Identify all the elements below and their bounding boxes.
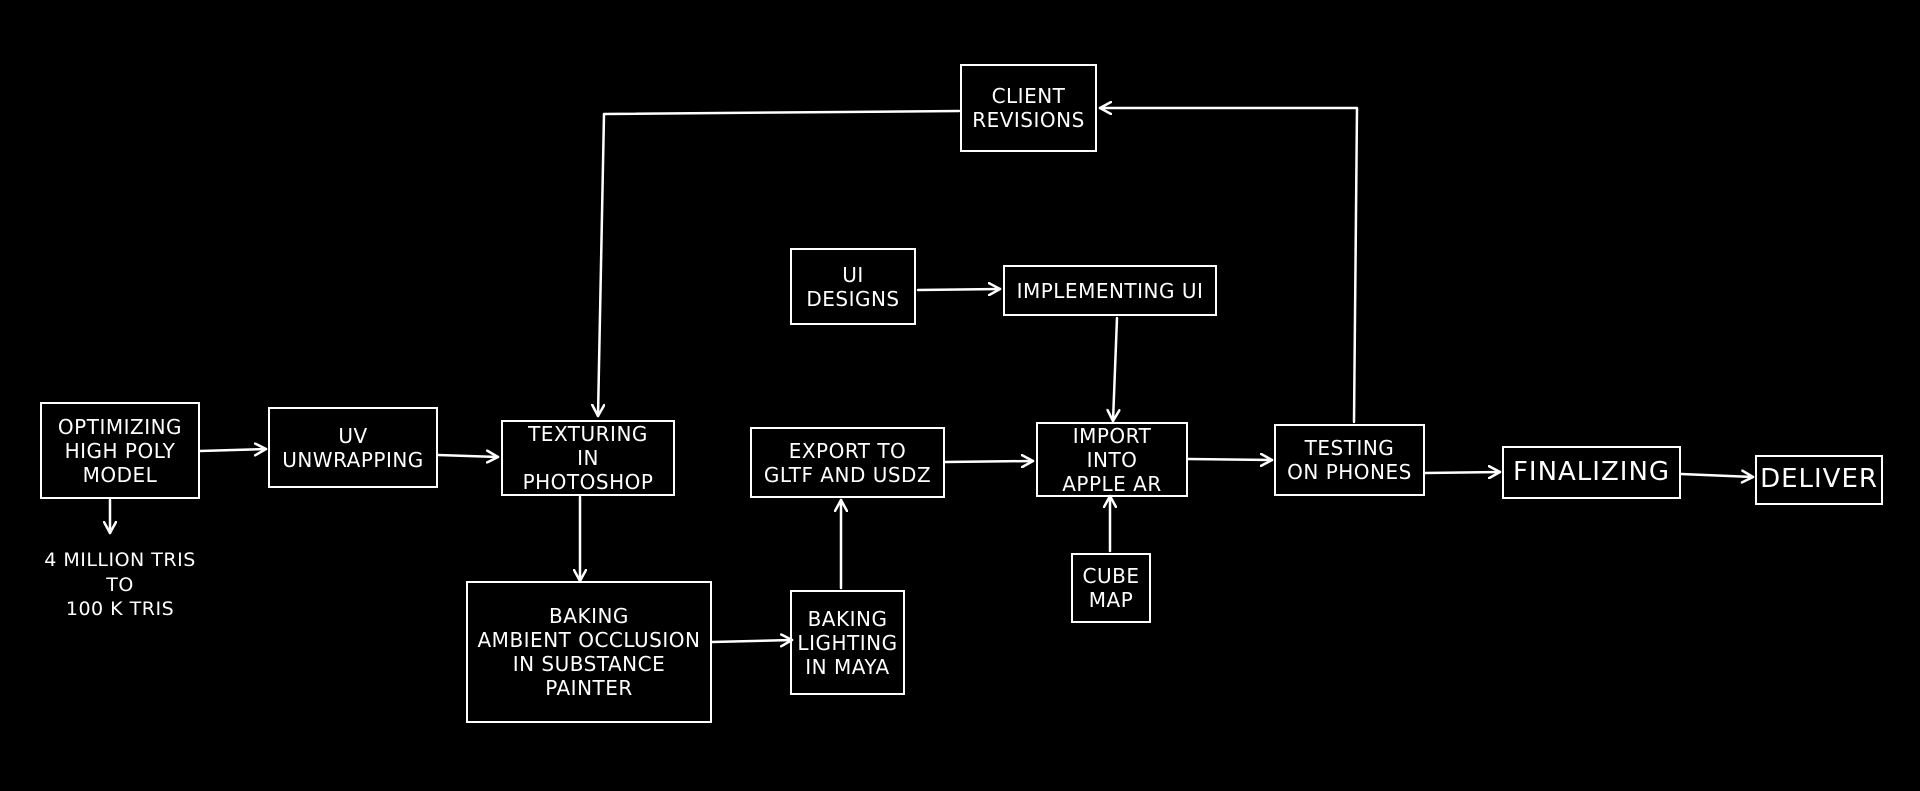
cube-map-box: CUBE MAP	[1071, 553, 1151, 623]
edge-export-import	[943, 461, 1035, 462]
ui-designs-box: UI DESIGNS	[790, 248, 916, 325]
texturing-box: TEXTURING IN PHOTOSHOP	[501, 420, 675, 496]
finalizing-box: FINALIZING	[1502, 446, 1681, 499]
edge-client-revisions-texturing	[598, 109, 961, 418]
import-ar-box: IMPORT INTO APPLE AR	[1036, 422, 1188, 497]
edge-finalizing-deliver	[1679, 474, 1755, 477]
deliver-box: DELIVER	[1755, 455, 1883, 505]
tris-reduction-note: 4 MILLION TRIS TO 100 K TRIS	[44, 549, 196, 621]
edge-testing-finalizing	[1423, 472, 1502, 473]
implementing-ui-box: IMPLEMENTING UI	[1003, 265, 1217, 316]
uv-unwrapping-box: UV UNWRAPPING	[268, 407, 438, 488]
export-box: EXPORT TO GLTF AND USDZ	[750, 427, 945, 498]
optimizing-model-box: OPTIMIZING HIGH POLY MODEL	[40, 402, 200, 499]
client-revisions-box: CLIENT REVISIONS	[960, 64, 1097, 152]
edge-baking-ao-baking-lighting	[710, 640, 794, 642]
testing-box: TESTING ON PHONES	[1274, 424, 1425, 496]
edge-implementing-import	[1113, 316, 1117, 423]
edge-testing-client-revisions	[1098, 108, 1359, 424]
edge-uv-texturing	[436, 455, 500, 457]
baking-ao-box: BAKING AMBIENT OCCLUSION IN SUBSTANCE PA…	[466, 581, 712, 723]
edge-import-testing	[1186, 459, 1274, 460]
edge-optimizing-uv	[198, 449, 268, 451]
baking-lighting-box: BAKING LIGHTING IN MAYA	[790, 590, 905, 695]
edge-ui-designs-implementing	[916, 289, 1002, 290]
